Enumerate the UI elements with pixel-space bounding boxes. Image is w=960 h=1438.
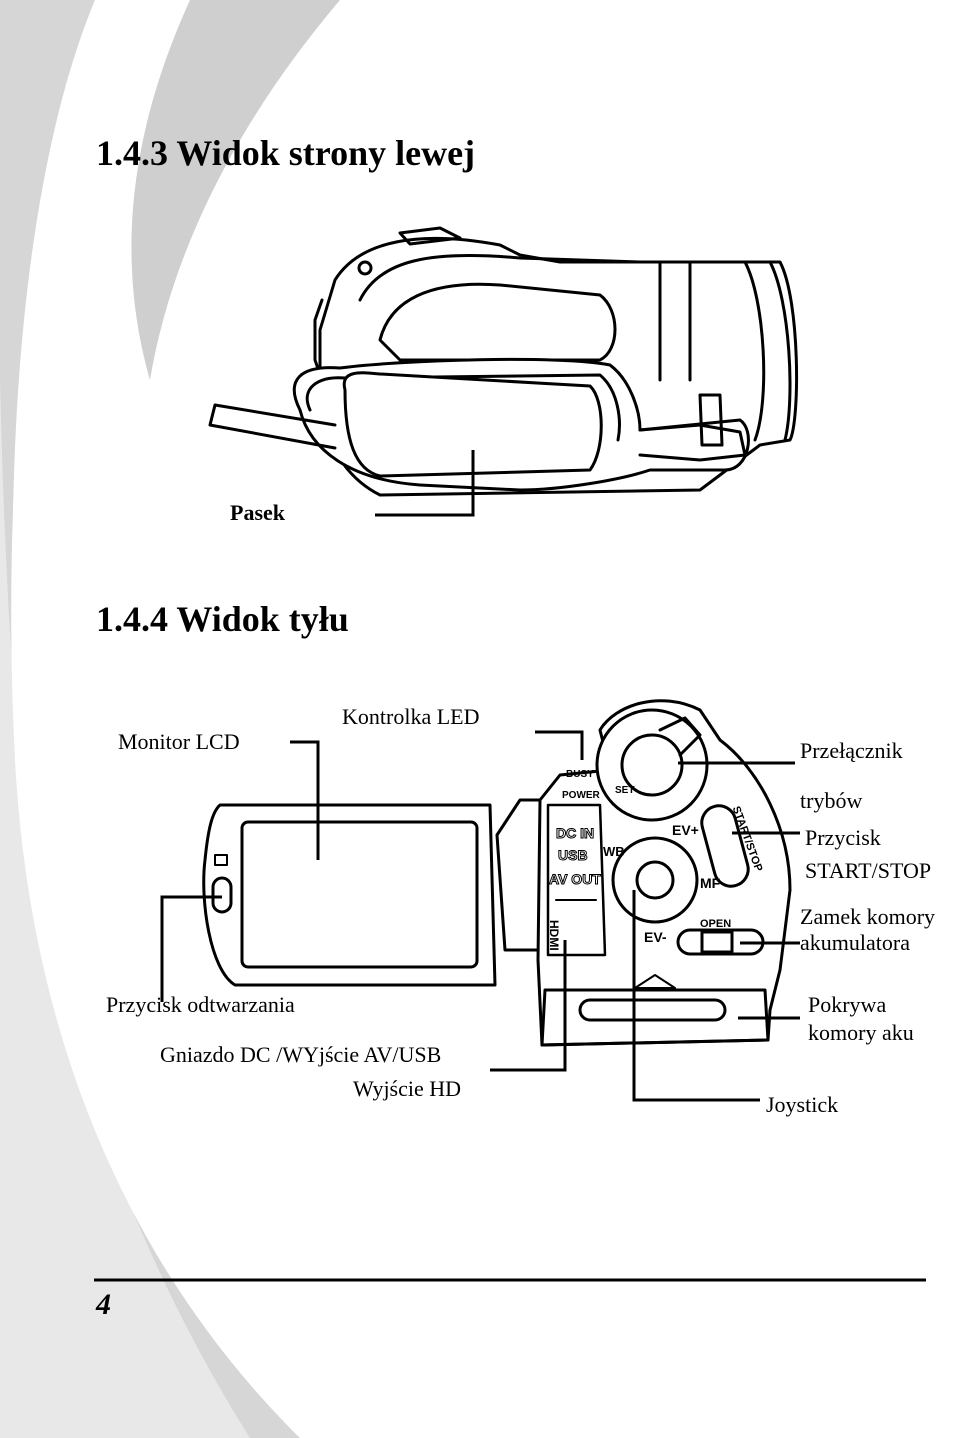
label-gniazdo: Gniazdo DC /WYjście AV/USB [160, 1042, 442, 1067]
label-start-stop: START/STOP [805, 858, 932, 883]
label-przelacznik: Przełącznik [800, 738, 903, 763]
section-heading-back-view: 1.4.4 Widok tyłu [96, 599, 349, 639]
page-number: 4 [96, 1288, 111, 1321]
label-pokrywa: Pokrywa [808, 992, 887, 1017]
marking-mf: MF [700, 875, 721, 891]
label-komory-aku: komory aku [808, 1020, 914, 1045]
label-trybow: trybów [800, 788, 863, 813]
section-heading-left-view: 1.4.3 Widok strony lewej [96, 133, 476, 173]
marking-open: OPEN [700, 918, 732, 930]
marking-set: SET [615, 785, 635, 796]
marking-ev-minus: EV- [644, 929, 667, 945]
marking-av-out: AV OUT [549, 871, 602, 887]
label-joystick: Joystick [766, 1092, 839, 1117]
marking-wb: WB [603, 844, 625, 859]
marking-busy: BUSY [566, 769, 594, 780]
label-monitor-lcd: Monitor LCD [118, 729, 240, 754]
label-pasek: Pasek [230, 500, 285, 525]
marking-dc-in: DC IN [555, 825, 595, 841]
marking-usb: USB [558, 847, 589, 863]
label-zamek-komory: Zamek komory [800, 904, 936, 929]
label-przycisk: Przycisk [805, 825, 881, 850]
label-akumulatora: akumulatora [800, 930, 910, 955]
label-przycisk-odtwarzania: Przycisk odtwarzania [106, 992, 295, 1017]
marking-ev-plus: EV+ [672, 822, 699, 838]
label-wyjscie-hd: Wyjście HD [353, 1076, 462, 1101]
label-kontrolka-led: Kontrolka LED [342, 704, 480, 729]
marking-power: POWER [562, 790, 600, 801]
